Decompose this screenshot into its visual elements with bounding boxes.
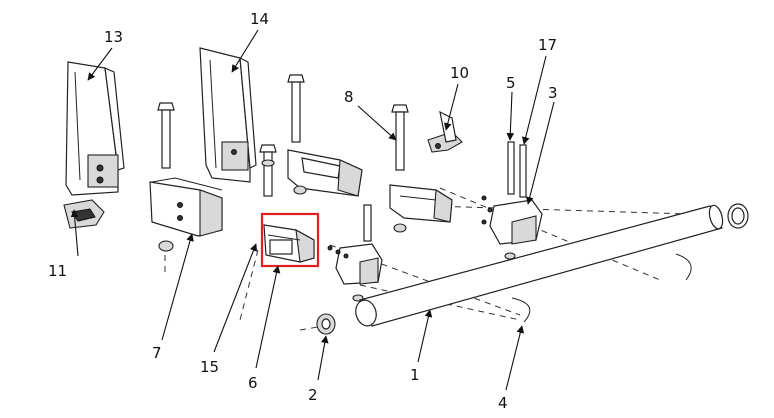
callout-10: 10 [450,64,469,82]
leader-lines [70,29,555,391]
callout-14: 14 [250,10,269,28]
callout-4: 4 [498,394,508,412]
part-10-latch [427,110,463,153]
callout-15: 15 [200,358,219,376]
bolt-above-part-6 [259,144,277,197]
callout-8: 8 [344,88,354,106]
callout-3: 3 [548,84,558,102]
part-11-clamp [63,199,105,229]
callout-7: 7 [152,344,162,362]
part-top-frame [287,74,363,197]
part-6-bracket-highlighted [263,224,315,263]
part-right-upper-bracket [389,184,453,233]
callout-17: 17 [538,36,557,54]
highlight-box [260,212,320,268]
part-13-side-bracket [65,61,125,196]
callout-6: 6 [248,374,258,392]
callout-13: 13 [104,28,123,46]
callout-1: 1 [410,366,420,384]
part-8-long-bolt [391,104,409,171]
part-2-end-cap [316,313,336,335]
callout-5: 5 [506,74,516,92]
part-lower-clamp [327,204,383,302]
part-14-rear-panel [199,47,257,183]
callout-labels: 13 14 11 7 15 6 2 8 10 5 17 3 1 4 [48,10,558,412]
callout-2: 2 [308,386,318,404]
part-3-right-clamp [481,141,543,260]
callout-11: 11 [48,262,67,280]
part-7-block-assembly [149,102,223,252]
part-4-u-bolts [511,253,692,323]
part-1-tube [355,203,749,327]
